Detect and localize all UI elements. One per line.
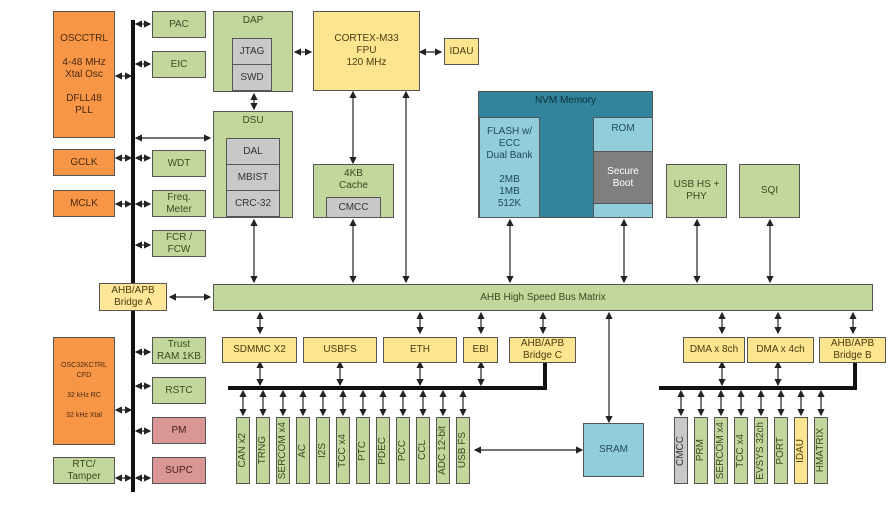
peripheral-evsys-32ch: EVSYS 32ch — [754, 417, 768, 484]
sram-block: SRAM — [583, 423, 644, 477]
peripheral-pdec: PDEC — [376, 417, 390, 484]
nvm-title: NVM Memory — [534, 95, 597, 106]
peripheral-hmatrix: HMATRIX — [814, 417, 828, 484]
flash-block: FLASH w/ ECC Dual Bank 2MB 1MB 512K — [479, 117, 540, 218]
peripheral-label: CCL — [417, 440, 428, 461]
secure-boot-block: Secure Boot — [593, 151, 653, 204]
ahb-apb-bridge-b: AHB/APB Bridge B — [819, 337, 886, 363]
osc32kctrl-block: OSC32KCTRL CFD 32 kHz RC 32 kHz Xtal — [53, 337, 115, 445]
swd-block: SWD — [232, 64, 272, 91]
peripheral-i2s: I2S — [316, 417, 330, 484]
peripheral-label: TCC x4 — [337, 433, 348, 468]
crc32-block: CRC-32 — [226, 190, 280, 217]
cache-title: 4KB Cache — [339, 168, 368, 191]
peripheral-label: SERCOM x4 — [715, 421, 726, 480]
rtc-tamper-block: RTC/ Tamper — [53, 457, 115, 484]
rstc-block: RSTC — [152, 377, 206, 404]
ahb-bus-matrix: AHB High Speed Bus Matrix — [213, 284, 873, 311]
peripheral-label: AC — [297, 443, 308, 458]
mbist-block: MBIST — [226, 164, 280, 191]
apb-c-bus — [228, 360, 547, 390]
peripheral-label: PCC — [397, 439, 408, 462]
apb-b-bus — [659, 360, 857, 390]
peripheral-tcc-x4: TCC x4 — [336, 417, 350, 484]
peripheral-adc-12-bit: ADC 12-bit — [436, 417, 450, 484]
peripheral-label: TCC x4 — [735, 433, 746, 468]
peripheral-ac: AC — [296, 417, 310, 484]
peripheral-ccl: CCL — [416, 417, 430, 484]
cmcc-block: CMCC — [326, 197, 381, 218]
peripheral-label: PORT — [775, 436, 786, 465]
peripheral-label: IDAU — [795, 438, 806, 463]
peripheral-label: PDEC — [377, 436, 388, 465]
rom-label: ROM — [611, 123, 635, 134]
fcr-fcw-block: FCR / FCW — [152, 230, 206, 257]
pm-block: PM — [152, 417, 206, 444]
trust-ram-block: Trust RAM 1KB — [152, 337, 206, 364]
ahb-apb-bridge-c: AHB/APB Bridge C — [509, 337, 576, 363]
peripheral-label: CAN x2 — [237, 433, 248, 468]
peripheral-port: PORT — [774, 417, 788, 484]
supc-block: SUPC — [152, 457, 206, 484]
peripheral-label: PRM — [695, 439, 706, 462]
peripheral-label: I2S — [317, 442, 328, 458]
sdmmc-block: SDMMC X2 — [222, 337, 297, 363]
usbfs-block: USBFS — [303, 337, 377, 363]
peripheral-pcc: PCC — [396, 417, 410, 484]
ahb-apb-bridge-a: AHB/APB Bridge A — [99, 283, 167, 311]
peripheral-sercom-x4: SERCOM x4 — [714, 417, 728, 484]
dap-title: DAP — [242, 15, 264, 26]
peripheral-label: ADC 12-bit — [437, 426, 448, 475]
peripheral-label: HMATRIX — [815, 428, 826, 473]
ebi-block: EBI — [463, 337, 498, 363]
dma-8ch-block: DMA x 8ch — [683, 337, 745, 363]
cortex-m33-cpu: CORTEX-M33 FPU 120 MHz — [313, 11, 420, 91]
dma-4ch-block: DMA x 4ch — [747, 337, 814, 363]
peripheral-idau: IDAU — [794, 417, 808, 484]
peripheral-label: SERCOM x4 — [277, 421, 288, 480]
idau-block-top: IDAU — [444, 38, 479, 65]
peripheral-tcc-x4: TCC x4 — [734, 417, 748, 484]
dsu-title: DSU — [242, 115, 264, 126]
peripheral-label: PTC — [357, 440, 368, 461]
peripheral-ptc: PTC — [356, 417, 370, 484]
peripheral-prm: PRM — [694, 417, 708, 484]
peripheral-sercom-x4: SERCOM x4 — [276, 417, 290, 484]
peripheral-trng: TRNG — [256, 417, 270, 484]
peripheral-cmcc: CMCC — [674, 417, 688, 484]
peripheral-label: CMCC — [675, 435, 686, 466]
peripheral-label: USB FS — [457, 432, 468, 469]
eic-block: EIC — [152, 51, 206, 78]
peripheral-usb-fs: USB FS — [456, 417, 470, 484]
freq-meter-block: Freq. Meter — [152, 190, 206, 217]
eth-block: ETH — [383, 337, 457, 363]
peripheral-label: TRNG — [257, 436, 268, 465]
oscctrl-block: OSCCTRL 4-48 MHz Xtal Osc DFLL48 PLL — [53, 11, 115, 138]
mclk-block: MCLK — [53, 190, 115, 217]
dal-block: DAL — [226, 138, 280, 165]
pac-block: PAC — [152, 11, 206, 38]
peripheral-can-x2: CAN x2 — [236, 417, 250, 484]
jtag-block: JTAG — [232, 38, 272, 65]
wdt-block: WDT — [152, 150, 206, 177]
usb-hs-phy-block: USB HS + PHY — [666, 164, 727, 218]
sqi-block: SQI — [739, 164, 800, 218]
gclk-block: GCLK — [53, 149, 115, 176]
peripheral-label: EVSYS 32ch — [755, 421, 766, 480]
